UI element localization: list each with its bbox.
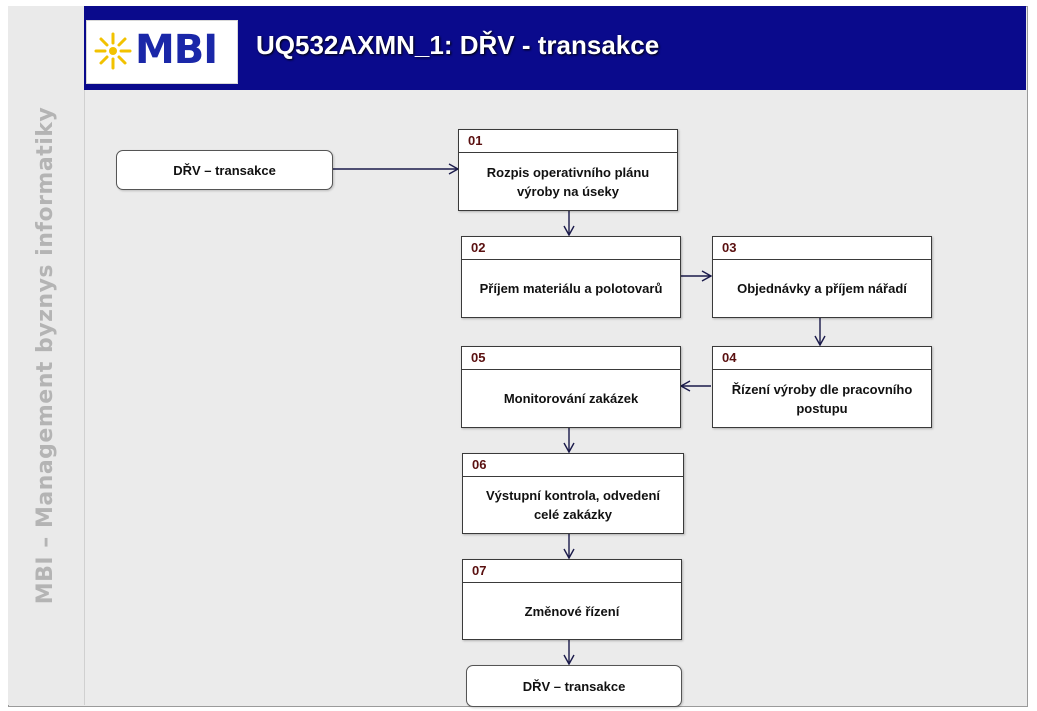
step-label: Monitorování zakázek [503,391,639,406]
logo-text: MBI [135,27,218,73]
step-box-07: 07 Změnové řízení [462,559,682,640]
step-number: 07 [463,560,681,583]
step-box-05: 05 Monitorování zakázek [461,346,681,428]
step-box-04: 04 Řízení výroby dle pracovního postupu [712,346,932,428]
step-label: Řízení výroby dle pracovního postupu [731,381,913,416]
end-terminal: DŘV – transakce [466,665,682,707]
step-box-02: 02 Příjem materiálu a polotovarů [461,236,681,318]
step-number: 04 [713,347,931,370]
step-label: Rozpis operativního plánu výroby na úsek… [486,164,650,199]
step-label: Změnové řízení [524,603,620,619]
step-number: 03 [713,237,931,260]
sun-star-icon [94,32,132,70]
step-box-06: 06 Výstupní kontrola, odvedení celé zaká… [462,453,684,534]
step-number: 01 [459,130,677,153]
sidebar: MBI – Management byznys informatiky [8,6,85,705]
start-terminal: DŘV – transakce [116,150,333,190]
step-number: 02 [462,237,680,260]
step-number: 05 [462,347,680,370]
step-number: 06 [463,454,683,477]
step-label: Objednávky a příjem nářadí [737,281,907,296]
step-label: Výstupní kontrola, odvedení celé zakázky [485,488,661,522]
step-label: Příjem materiálu a polotovarů [479,281,663,296]
step-box-03: 03 Objednávky a příjem nářadí [712,236,932,318]
header-bar [84,6,1026,90]
step-box-01: 01 Rozpis operativního plánu výroby na ú… [458,129,678,211]
mbi-logo: MBI [86,20,238,84]
page-title: UQ532AXMN_1: DŘV - transakce [256,30,660,60]
